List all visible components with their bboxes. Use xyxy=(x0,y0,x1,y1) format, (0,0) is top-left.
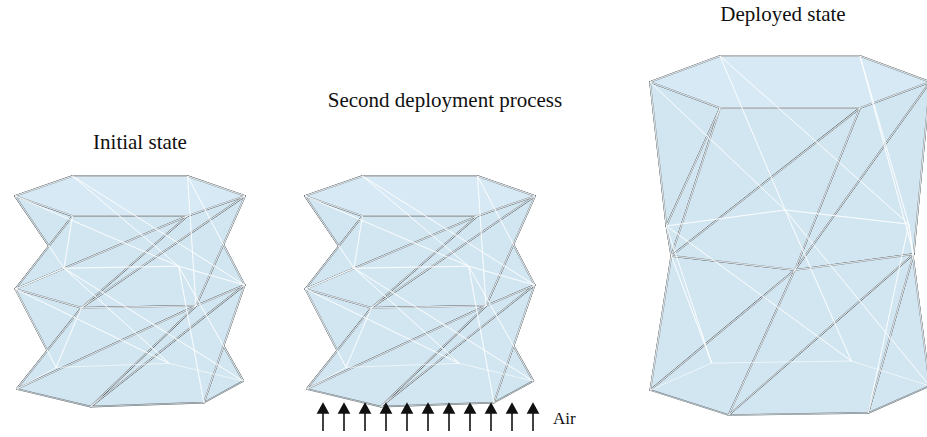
facet-highlight xyxy=(15,216,187,308)
origami-facet xyxy=(307,306,486,407)
origami-facet xyxy=(17,306,196,407)
facet-highlight xyxy=(666,226,851,363)
origami-facet xyxy=(15,176,245,216)
origami-towers xyxy=(15,56,927,415)
facet-highlight xyxy=(650,82,720,226)
origami-facet xyxy=(729,254,914,415)
facet-highlight xyxy=(666,210,851,361)
facet-highlight xyxy=(650,56,785,210)
facet-highlight xyxy=(795,82,927,270)
facet-highlight xyxy=(729,254,914,415)
facet-highlight xyxy=(15,196,179,268)
facet-highlight xyxy=(795,82,927,270)
facet-highlight xyxy=(650,256,711,390)
origami-tower xyxy=(650,56,927,415)
facet-highlight xyxy=(15,268,169,363)
state-label: Second deployment process xyxy=(328,88,562,113)
facet-highlight xyxy=(15,176,245,216)
facet-highlight xyxy=(666,226,711,363)
facet-highlight xyxy=(381,285,535,407)
facet-highlight xyxy=(15,176,179,266)
facet-highlight xyxy=(860,56,927,254)
facet-highlight xyxy=(188,176,245,306)
facet-highlight xyxy=(305,176,469,266)
facet-highlight xyxy=(671,108,860,270)
facet-highlight xyxy=(469,266,535,402)
facet-highlight xyxy=(381,285,535,407)
facet-highlight xyxy=(305,268,459,363)
facet-highlight xyxy=(15,289,169,367)
facet-highlight xyxy=(650,82,785,226)
facet-highlight xyxy=(179,266,245,402)
facet-highlight xyxy=(650,256,795,390)
state-label: Initial state xyxy=(93,130,187,155)
facet-highlight xyxy=(15,196,73,268)
facet-highlight xyxy=(17,306,196,407)
origami-facet xyxy=(671,108,860,270)
facet-highlight xyxy=(81,196,245,308)
facet-highlight xyxy=(363,176,535,285)
facet-highlight xyxy=(371,196,535,308)
origami-tower xyxy=(15,176,245,407)
facet-highlight xyxy=(371,196,535,308)
flow-label: Air xyxy=(553,409,576,429)
facet-highlight xyxy=(305,289,459,367)
facet-highlight xyxy=(15,289,81,367)
facet-highlight xyxy=(478,176,535,306)
air-arrows xyxy=(318,404,538,431)
facet-highlight xyxy=(868,224,927,413)
facet-highlight xyxy=(81,196,245,308)
facet-highlight xyxy=(720,56,909,224)
facet-highlight xyxy=(729,254,914,415)
facet-highlight xyxy=(305,216,477,308)
facet-highlight xyxy=(91,285,245,407)
facet-highlight xyxy=(785,210,927,386)
facet-highlight xyxy=(785,210,927,386)
facet-highlight xyxy=(868,224,913,413)
facet-highlight xyxy=(305,196,469,268)
facet-highlight xyxy=(305,176,535,216)
facet-highlight xyxy=(305,289,371,367)
origami-tower xyxy=(305,176,535,407)
origami-facet xyxy=(305,176,535,216)
state-label: Deployed state xyxy=(720,2,845,27)
facet-highlight xyxy=(720,56,909,224)
facet-highlight xyxy=(650,56,927,108)
facet-highlight xyxy=(650,270,795,415)
facet-highlight xyxy=(73,176,245,285)
facet-highlight xyxy=(307,306,486,407)
origami-facet xyxy=(650,56,927,108)
facet-highlight xyxy=(363,176,535,285)
facet-highlight xyxy=(91,285,245,407)
origami-facet xyxy=(729,254,914,415)
facet-highlight xyxy=(305,196,363,268)
facet-highlight xyxy=(188,176,246,306)
facet-highlight xyxy=(73,176,245,285)
facet-highlight xyxy=(666,108,720,256)
facet-highlight xyxy=(478,176,536,306)
